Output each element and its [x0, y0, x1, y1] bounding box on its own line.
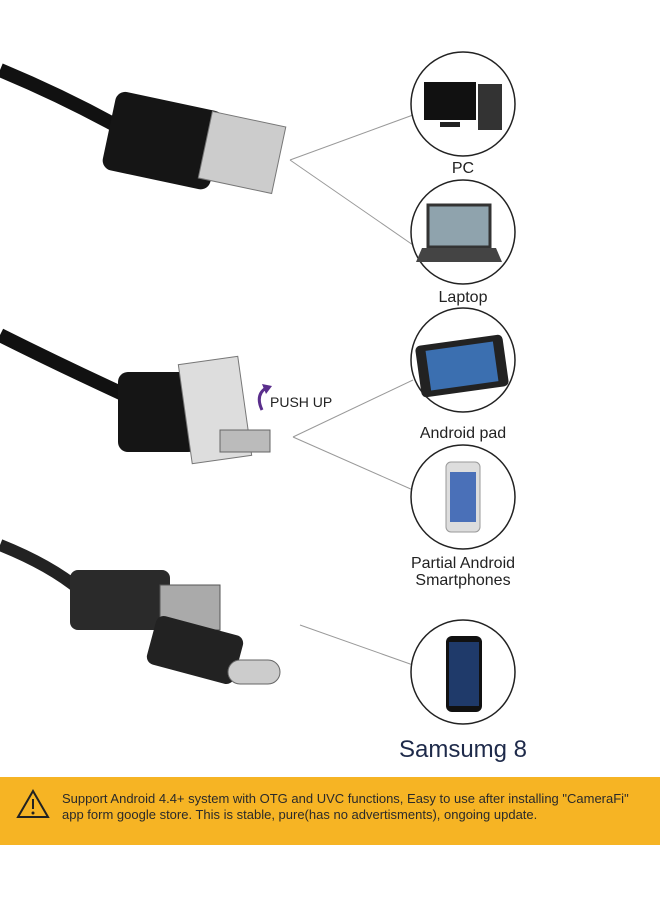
desktop-pc-picture [424, 82, 502, 130]
notice-banner: Support Android 4.4+ system with OTG and… [0, 777, 660, 845]
device-label-samsung: Samsumg 8 [398, 736, 528, 763]
device-label-android-pad: Android pad [419, 425, 507, 442]
tablet-picture [415, 334, 509, 398]
usb-a-cable [0, 63, 287, 195]
device-label-pc: PC [451, 160, 475, 177]
smartphone-picture [445, 461, 481, 533]
device-label-laptop: Laptop [438, 289, 488, 306]
samsung-phone-picture [446, 636, 482, 712]
push-up-arrow-icon [257, 384, 272, 411]
device-label-smartphones: Partial Android Smartphones [410, 555, 516, 589]
micro-usb-otg-cable [0, 328, 272, 465]
push-up-label: PUSH UP [270, 394, 333, 410]
connector-lines [289, 114, 414, 666]
type-c-cable [0, 539, 281, 685]
notice-text: Support Android 4.4+ system with OTG and… [62, 791, 629, 822]
laptop-picture [416, 203, 502, 262]
warning-icon [16, 789, 50, 818]
